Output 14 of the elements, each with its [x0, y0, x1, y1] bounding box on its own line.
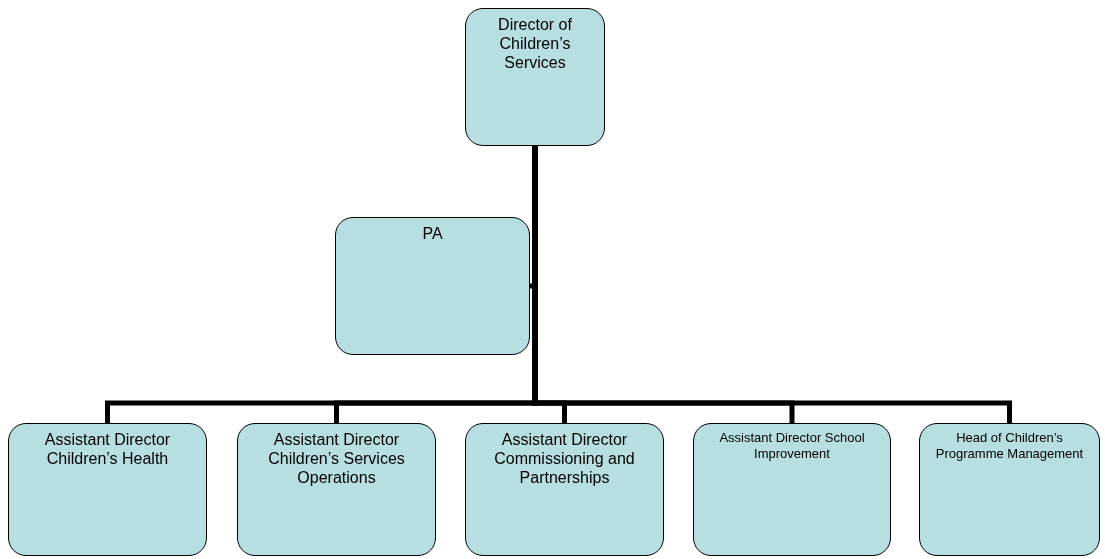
- role-box: [465, 8, 605, 146]
- role-title: Director of Children’s Services: [497, 15, 573, 73]
- role-box: [8, 423, 207, 556]
- role-title: Assistant Director School Improvement: [718, 430, 866, 462]
- role-box: [237, 423, 436, 556]
- role-box: [693, 423, 891, 556]
- role-box: [919, 423, 1100, 556]
- role-box: [335, 217, 530, 355]
- role-title: Assistant Director Commissioning and Partnerships: [493, 430, 636, 488]
- role-title: Head of Children’s Programme Management: [934, 430, 1085, 462]
- role-title: Assistant Director Children’s Health: [43, 430, 172, 469]
- role-box: [465, 423, 664, 556]
- role-title: PA: [421, 224, 444, 244]
- role-title: Assistant Director Children’s Services Operations: [267, 430, 406, 488]
